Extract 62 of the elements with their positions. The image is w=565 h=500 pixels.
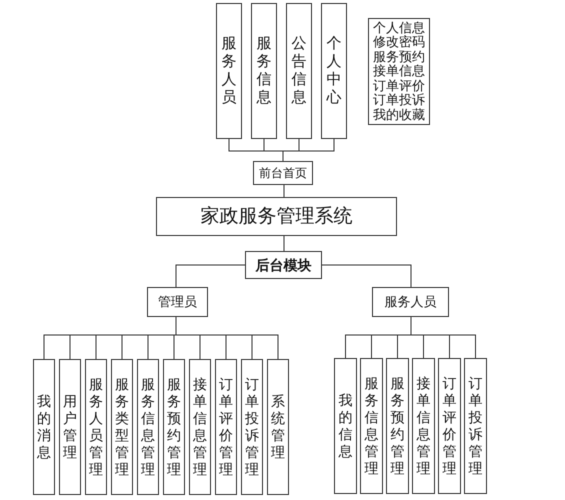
feature-label: 订单投诉 xyxy=(373,93,425,108)
module-box xyxy=(412,358,435,494)
module-box xyxy=(372,287,449,317)
module-box xyxy=(33,359,55,495)
feature-label: 服务预约 xyxy=(373,50,425,64)
module-box xyxy=(334,358,357,494)
connector-line xyxy=(176,264,246,288)
module-box xyxy=(321,3,347,139)
module-label: 家政服务管理系统 xyxy=(200,204,352,228)
module-label: 我的信息 xyxy=(338,392,352,460)
module-label: 订单投诉管理 xyxy=(468,375,482,477)
connector-line xyxy=(410,316,476,358)
module-box xyxy=(111,359,133,495)
feature-label: 我的收藏 xyxy=(373,108,425,122)
module-label: 接单信息管理 xyxy=(416,375,430,477)
module-box xyxy=(241,359,263,495)
module-label: 服务人员 xyxy=(384,294,436,310)
module-label: 服务信息 xyxy=(256,35,272,107)
module-box xyxy=(156,197,397,236)
module-label: 系统管理 xyxy=(271,393,285,461)
module-box xyxy=(286,3,312,139)
module-label: 我的消息 xyxy=(37,393,51,461)
connector-line xyxy=(322,264,412,288)
module-label: 前台首页 xyxy=(259,165,307,181)
module-box xyxy=(59,359,81,495)
feature-label: 订单评价 xyxy=(373,78,425,93)
module-label: 服务人员管理 xyxy=(89,376,103,478)
feature-label: 接单信息 xyxy=(373,64,425,79)
module-box xyxy=(253,161,313,185)
module-label: 用户管理 xyxy=(63,393,77,461)
module-label: 服务信息管理 xyxy=(364,375,378,477)
module-label: 后台模块 xyxy=(256,256,312,274)
module-box xyxy=(137,359,159,495)
module-box xyxy=(267,359,289,495)
module-box xyxy=(464,358,487,494)
module-label: 服务人员 xyxy=(222,35,236,107)
module-label: 订单评价管理 xyxy=(442,375,456,477)
feature-list-box xyxy=(368,18,430,125)
module-box xyxy=(189,359,211,495)
module-label: 接单信息管理 xyxy=(193,376,207,478)
module-box xyxy=(251,3,277,139)
module-box xyxy=(147,287,208,317)
module-box xyxy=(360,358,383,494)
module-label: 服务信息管理 xyxy=(141,376,155,478)
module-box xyxy=(216,3,242,139)
module-label: 公告信息 xyxy=(292,35,306,107)
feature-label: 修改密码 xyxy=(373,35,425,50)
module-label: 服务预约管理 xyxy=(167,376,181,478)
module-box xyxy=(163,359,185,495)
module-box xyxy=(386,358,409,494)
module-box xyxy=(215,359,237,495)
module-box xyxy=(438,358,461,494)
module-label: 服务预约管理 xyxy=(390,375,404,477)
module-box xyxy=(245,251,322,279)
module-box xyxy=(85,359,107,495)
module-label: 订单投诉管理 xyxy=(245,376,259,478)
module-label: 管理员 xyxy=(158,294,197,310)
module-label: 服务类型管理 xyxy=(115,376,129,478)
module-label: 订单评价管理 xyxy=(219,376,233,478)
module-label: 个人中心 xyxy=(326,35,342,107)
connector-line xyxy=(176,316,278,360)
feature-label: 个人信息 xyxy=(373,20,425,35)
